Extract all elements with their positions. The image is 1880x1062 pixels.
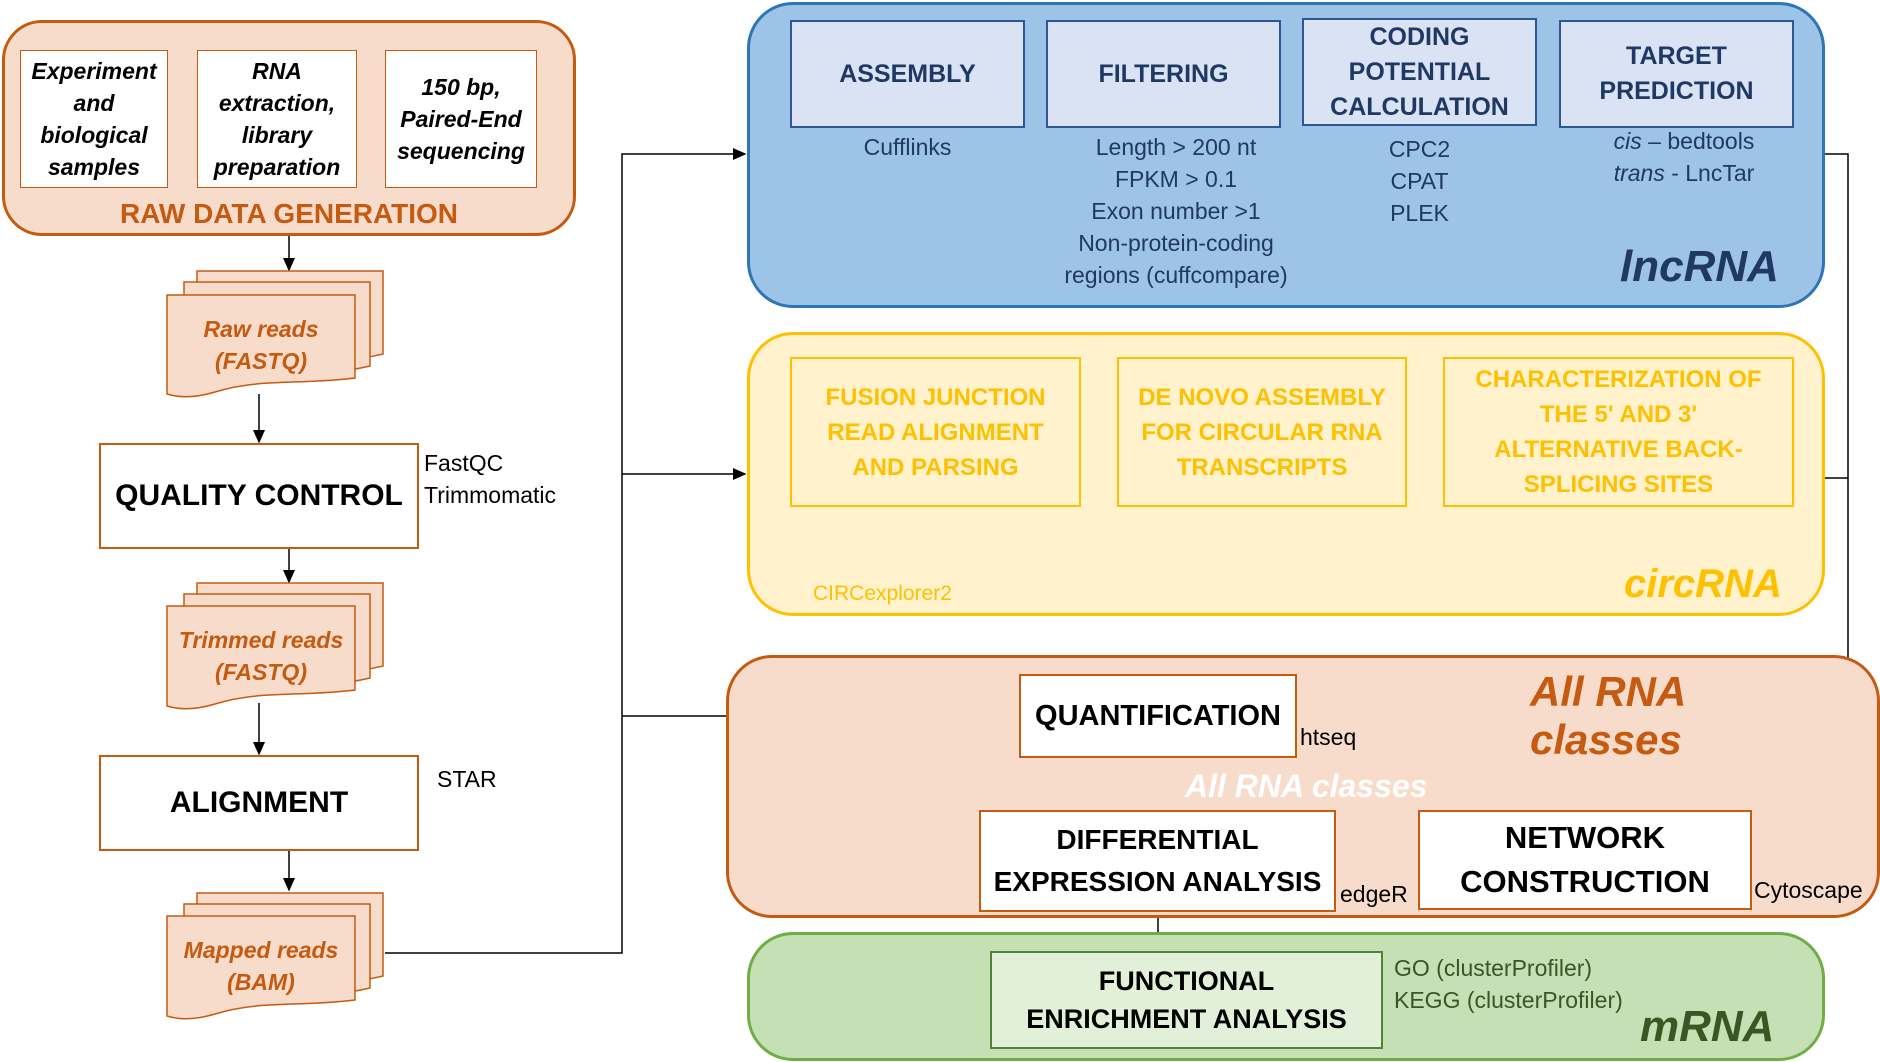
raw-box-rna-line: RNA <box>252 58 302 84</box>
mapped-reads-label-line: Mapped reads <box>183 937 339 963</box>
connector-mapped-branch <box>385 148 747 954</box>
raw-box-seq-line: sequencing <box>397 138 525 164</box>
differential-expression-box: DIFFERENTIAL EXPRESSION ANALYSIS <box>979 810 1336 912</box>
raw-box-rna-extraction: RNA extraction, library preparation <box>197 50 357 188</box>
filter-criterion: FPKM > 0.1 <box>1114 166 1238 192</box>
lnc-box-coding-line: CALCULATION <box>1330 92 1509 121</box>
circ-box-de-novo: DE NOVO ASSEMBLY FOR CIRCULAR RNA TRANSCRI… <box>1117 357 1407 507</box>
raw-box-experiment-line: biological <box>40 122 148 148</box>
all-rna-classes-subtitle: All RNA classes <box>1185 768 1428 804</box>
lnc-box-coding-line: POTENTIAL <box>1348 57 1491 86</box>
lnc-box-target-line: PREDICTION <box>1599 77 1754 105</box>
lnc-box-assembly: ASSEMBLY <box>790 20 1025 128</box>
coding-tool: CPC2 <box>1388 136 1451 162</box>
all-rna-classes-title: All RNA classes <box>1530 668 1685 763</box>
assembly-tool: Cufflinks <box>863 134 952 160</box>
filtering-criteria: Length > 200 nt FPKM > 0.1 Exon number >… <box>1046 131 1306 291</box>
circ-character-line: ALTERNATIVE BACK- <box>1494 436 1743 463</box>
network-line: NETWORK <box>1504 820 1666 855</box>
circ-denovo-line: DE NOVO ASSEMBLY <box>1138 383 1386 411</box>
qc-tool-trimmomatic: Trimmomatic <box>424 482 557 508</box>
quality-control-box: QUALITY CONTROL <box>99 443 419 549</box>
lnc-box-filtering: FILTERING <box>1046 20 1281 128</box>
raw-box-experiment-line: Experiment <box>31 58 157 84</box>
de-line: EXPRESSION ANALYSIS <box>993 866 1322 897</box>
circ-character-line: CHARACTERIZATION OF <box>1475 366 1762 393</box>
mapped-reads-label: Mapped reads (BAM) <box>167 931 355 1001</box>
mapped-reads-label-line: (BAM) <box>227 969 295 995</box>
raw-box-sequencing: 150 bp, Paired-End sequencing <box>385 50 537 188</box>
functional-enrichment-box: FUNCTIONAL ENRICHMENT ANALYSIS <box>990 951 1383 1049</box>
trimmed-reads-label: Trimmed reads (FASTQ) <box>167 621 355 691</box>
circexplorer-tool: CIRCexplorer2 <box>813 582 952 605</box>
lnc-box-coding-potential: CODING POTENTIAL CALCULATION <box>1302 18 1537 126</box>
trimmed-reads-document-stack <box>166 582 384 710</box>
circ-fusion-line: FUSION JUNCTION <box>825 383 1046 411</box>
lnc-box-target-prediction: TARGET PREDICTION <box>1559 20 1794 128</box>
lncrna-title: lncRNA <box>1620 242 1779 291</box>
raw-box-rna-line: extraction, <box>218 90 336 116</box>
circ-character-line: THE 5' AND 3' <box>1539 401 1698 428</box>
network-tool: Cytoscape <box>1754 877 1863 903</box>
circ-fusion-line: AND PARSING <box>852 453 1019 481</box>
lnc-box-coding-line: CODING <box>1369 22 1470 51</box>
raw-box-rna-line: library <box>241 122 313 148</box>
circ-denovo-line: FOR CIRCULAR RNA <box>1141 418 1383 446</box>
mapped-reads-document-stack <box>166 892 384 1020</box>
raw-box-seq-line: 150 bp, <box>421 74 501 100</box>
raw-box-experiment-line: samples <box>47 154 141 180</box>
network-line: CONSTRUCTION <box>1460 864 1710 899</box>
raw-box-experiment: Experiment and biological samples <box>20 50 168 188</box>
filter-criterion: Length > 200 nt <box>1095 134 1257 160</box>
filter-criterion: Non-protein-coding <box>1078 230 1274 256</box>
de-line: DIFFERENTIAL <box>1056 824 1259 855</box>
raw-reads-document-stack <box>166 270 384 398</box>
mrna-title: mRNA <box>1640 1002 1775 1051</box>
functional-tools: GO (clusterProfiler) KEGG (clusterProfil… <box>1394 952 1623 1016</box>
trimmed-reads-label-line: Trimmed reads <box>178 627 344 653</box>
circ-character-line: SPLICING SITES <box>1523 471 1714 498</box>
circ-box-fusion-junction: FUSION JUNCTION READ ALIGNMENT AND PARSING <box>790 357 1081 507</box>
circ-fusion-line: READ ALIGNMENT <box>827 418 1044 446</box>
qc-tool-fastqc: FastQC <box>424 450 504 476</box>
qc-tools: FastQC Trimmomatic <box>424 447 556 511</box>
coding-tool: CPAT <box>1390 168 1449 194</box>
functional-tool-kegg: KEGG (clusterProfiler) <box>1394 987 1623 1013</box>
raw-reads-label-line: (FASTQ) <box>215 348 307 374</box>
filter-criterion: regions (cuffcompare) <box>1064 262 1288 288</box>
target-trans-line: trans - LncTar <box>1559 157 1809 189</box>
alignment-tool: STAR <box>437 766 497 792</box>
filter-criterion: Exon number >1 <box>1091 198 1261 224</box>
trimmed-reads-label-line: (FASTQ) <box>214 659 307 685</box>
lnc-box-assembly-line: ASSEMBLY <box>839 59 976 88</box>
raw-box-experiment-line: and <box>73 90 115 116</box>
network-construction-box: NETWORK CONSTRUCTION <box>1418 810 1752 910</box>
lnc-box-target-line: TARGET <box>1626 42 1727 70</box>
coding-tool: PLEK <box>1390 200 1449 226</box>
quantification-box: QUANTIFICATION <box>1019 674 1297 758</box>
raw-reads-label: Raw reads (FASTQ) <box>167 310 355 380</box>
lnc-box-filtering-line: FILTERING <box>1098 59 1229 88</box>
raw-box-rna-line: preparation <box>213 154 341 180</box>
circ-box-characterization: CHARACTERIZATION OF THE 5' AND 3' ALTERNAT… <box>1443 357 1794 507</box>
quantification-tool: htseq <box>1300 724 1357 750</box>
raw-data-generation-title: RAW DATA GENERATION <box>119 198 459 229</box>
functional-line: FUNCTIONAL <box>1098 966 1275 996</box>
alignment-box: ALIGNMENT <box>99 755 419 851</box>
coding-tools: CPC2 CPAT PLEK <box>1302 133 1537 229</box>
target-cis-tool: – bedtools <box>1641 128 1755 154</box>
target-tools: cis – bedtools trans - LncTar <box>1559 125 1809 189</box>
functional-line: ENRICHMENT ANALYSIS <box>1026 1004 1347 1034</box>
de-tool: edgeR <box>1340 881 1408 907</box>
target-cis-label: cis <box>1613 128 1642 154</box>
circ-denovo-line: TRANSCRIPTS <box>1176 453 1348 481</box>
raw-box-seq-line: Paired-End <box>400 106 522 132</box>
target-cis-line: cis – bedtools <box>1559 125 1809 157</box>
functional-tool-go: GO (clusterProfiler) <box>1394 955 1593 981</box>
raw-reads-label-line: Raw reads <box>203 316 319 342</box>
circrna-title: circRNA <box>1624 562 1782 606</box>
target-trans-label: trans <box>1613 160 1665 186</box>
target-trans-tool: - LncTar <box>1664 160 1755 186</box>
